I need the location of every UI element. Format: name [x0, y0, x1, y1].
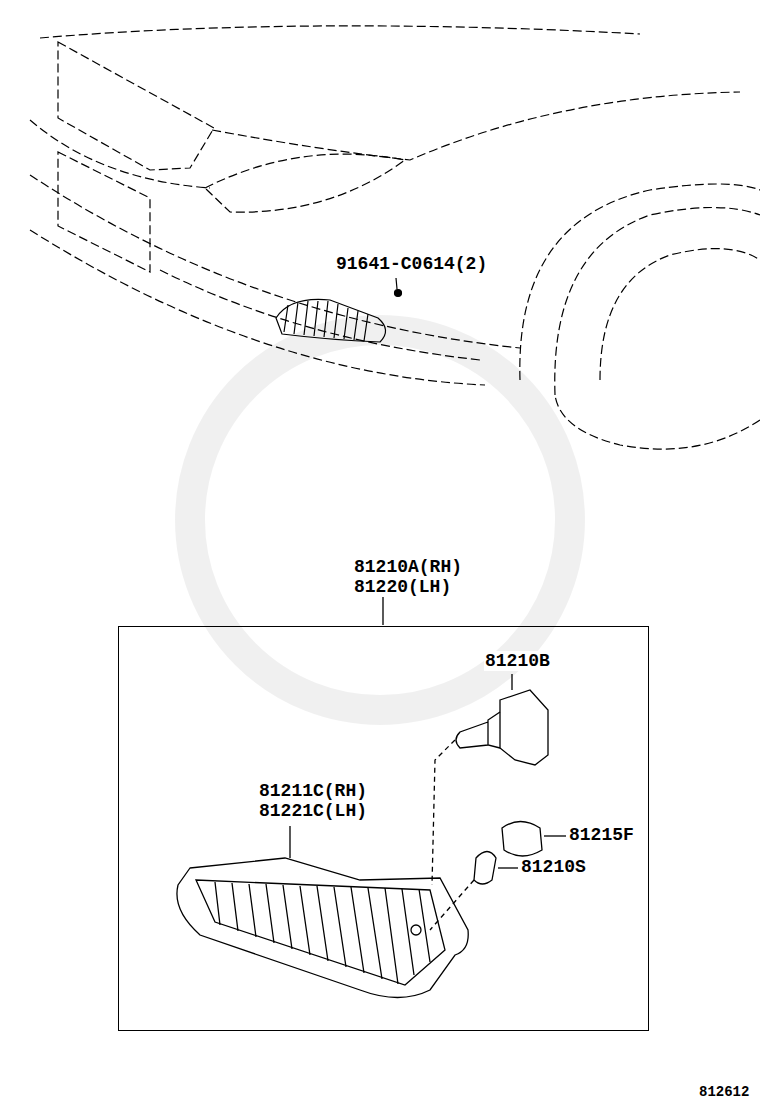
license-plate — [58, 152, 150, 272]
lamp-hatch — [215, 882, 430, 984]
grille — [58, 42, 214, 170]
hood-line — [40, 26, 640, 38]
small-bulb — [474, 852, 496, 885]
leader-line — [498, 867, 518, 868]
bulb-glass — [456, 712, 500, 748]
socket — [502, 822, 542, 857]
part-number: 81210A(RH) 81220(LH) — [354, 557, 474, 597]
part-number: 81210S — [520, 857, 587, 877]
lamp-mount — [411, 925, 421, 935]
body-line — [30, 120, 210, 188]
watermark — [190, 330, 570, 710]
screw — [395, 290, 402, 297]
bumper-line — [30, 175, 520, 348]
dashed-line — [430, 880, 474, 930]
leader-line — [382, 594, 383, 625]
part-number: 81211C(RH) 81221C(LH) — [258, 781, 376, 821]
lamp-housing — [177, 858, 468, 998]
leader-line — [396, 278, 397, 289]
lamp-lens — [196, 880, 445, 985]
bulb-base — [500, 690, 548, 765]
part-number: 81215F — [568, 825, 635, 845]
tire — [555, 395, 760, 449]
part-number: 91641-C0614(2) — [335, 254, 488, 274]
figure-number: 812612 — [698, 1082, 750, 1102]
part-number: 81210B — [484, 651, 551, 671]
leader-line — [544, 835, 566, 836]
car-outline — [30, 26, 760, 449]
tire — [600, 249, 760, 380]
leader-line — [511, 674, 512, 690]
fender-line — [212, 92, 740, 160]
headlight — [205, 154, 405, 212]
dashed-line — [432, 740, 455, 885]
parts-exploded — [177, 594, 566, 998]
leader-line — [289, 826, 290, 858]
tire — [555, 208, 760, 396]
